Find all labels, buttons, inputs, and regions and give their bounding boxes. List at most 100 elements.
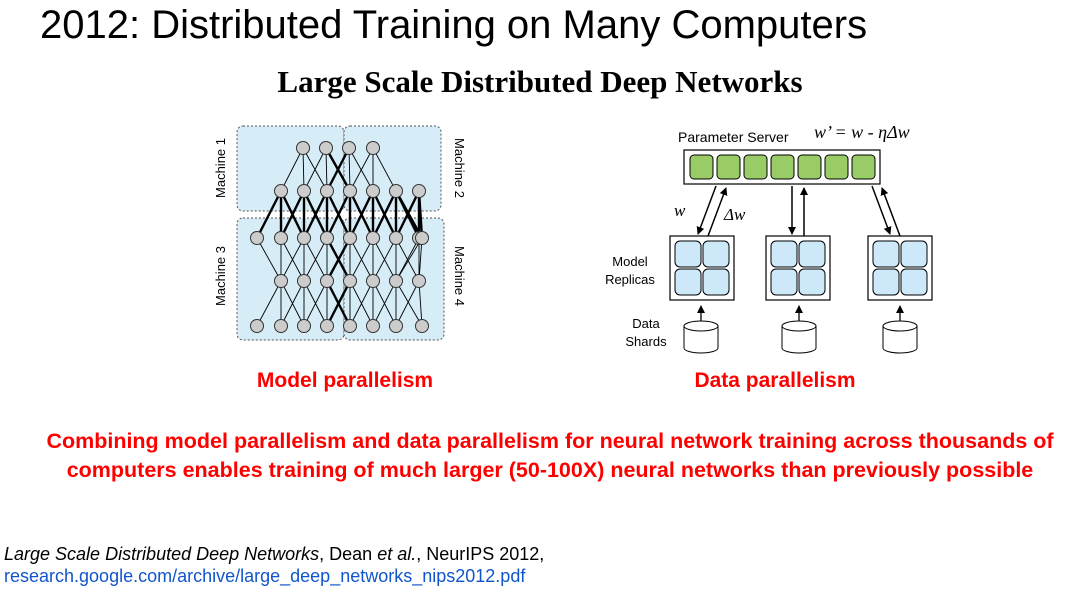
network-edge bbox=[303, 237, 328, 282]
citation-line1: Large Scale Distributed Deep Networks, D… bbox=[4, 543, 544, 565]
parameter-server-cells bbox=[689, 154, 876, 180]
network-edge bbox=[325, 280, 352, 327]
network-edge bbox=[418, 237, 423, 282]
data-parallelism-caption: Data parallelism bbox=[694, 369, 856, 392]
data-parallelism-diagram: Parameter Server w’ = w - ηΔw w Δw Model… bbox=[605, 122, 933, 354]
network-node bbox=[366, 319, 380, 333]
replica-cell bbox=[900, 240, 928, 268]
replica-cell bbox=[702, 268, 730, 296]
communication-arrows bbox=[696, 185, 901, 237]
paper-link[interactable]: research.google.com/archive/large_deep_n… bbox=[4, 566, 526, 586]
replica-cell bbox=[798, 240, 826, 268]
network-node bbox=[274, 274, 288, 288]
shards-label-line1: Data bbox=[632, 316, 660, 331]
shards-label-line2: Shards bbox=[625, 334, 667, 349]
citation: Large Scale Distributed Deep Networks, D… bbox=[4, 543, 544, 587]
network-edge bbox=[348, 147, 351, 192]
network-node bbox=[319, 141, 333, 155]
network-edge bbox=[279, 190, 306, 239]
network-node bbox=[297, 184, 311, 198]
replicas-label-line2: Replicas bbox=[605, 272, 655, 287]
citation-etal: et al. bbox=[377, 544, 417, 564]
server-cell bbox=[770, 154, 795, 180]
network-node bbox=[366, 231, 380, 245]
network-edge bbox=[348, 190, 375, 239]
network-edge bbox=[394, 190, 421, 239]
network-edge bbox=[325, 237, 352, 282]
network-node bbox=[343, 274, 357, 288]
network-node bbox=[366, 184, 380, 198]
model-replicas bbox=[669, 235, 933, 301]
replica-cell bbox=[900, 268, 928, 296]
machine-4-label: Machine 4 bbox=[452, 246, 467, 306]
delta-w-label: Δw bbox=[723, 205, 746, 224]
replica-cell bbox=[702, 240, 730, 268]
replicas-label-line1: Model bbox=[612, 254, 648, 269]
network-edge bbox=[303, 147, 327, 192]
network-node bbox=[389, 274, 403, 288]
network-node bbox=[366, 274, 380, 288]
network-node bbox=[320, 231, 334, 245]
replica-cell bbox=[770, 268, 798, 296]
network-edge bbox=[255, 190, 283, 239]
machine-3-region bbox=[236, 217, 345, 341]
replica-cell bbox=[872, 268, 900, 296]
network-edge bbox=[395, 280, 423, 327]
network-node bbox=[274, 231, 288, 245]
arrow-dw-up bbox=[707, 187, 728, 237]
network-node bbox=[389, 319, 403, 333]
machine-3-label: Machine 3 bbox=[213, 246, 228, 306]
network-edge bbox=[394, 190, 424, 239]
network-edge bbox=[349, 147, 374, 192]
arrow-w-down bbox=[696, 185, 717, 235]
network-edge bbox=[280, 280, 305, 327]
network-node bbox=[297, 274, 311, 288]
server-cell bbox=[716, 154, 741, 180]
network-node bbox=[320, 319, 334, 333]
network-node bbox=[250, 319, 264, 333]
w-label: w bbox=[674, 201, 686, 220]
network-node bbox=[343, 184, 357, 198]
network-node bbox=[415, 319, 429, 333]
network-node bbox=[297, 319, 311, 333]
network-edges bbox=[255, 147, 424, 327]
network-edge bbox=[349, 280, 374, 327]
network-edge bbox=[256, 280, 282, 327]
shard-cylinder-top bbox=[683, 320, 719, 332]
model-parallelism-caption: Model parallelism bbox=[256, 369, 434, 392]
network-edge bbox=[302, 147, 305, 192]
citation-paper-title: Large Scale Distributed Deep Networks bbox=[4, 544, 320, 564]
network-node bbox=[366, 141, 380, 155]
network-node bbox=[343, 231, 357, 245]
network-node bbox=[342, 141, 356, 155]
network-node bbox=[412, 184, 426, 198]
replica-cell bbox=[674, 268, 702, 296]
network-edge bbox=[256, 237, 282, 282]
network-node bbox=[296, 141, 310, 155]
shard-cylinder bbox=[882, 326, 918, 354]
shard-cylinder bbox=[781, 326, 817, 354]
citation-venue: , NeurIPS 2012, bbox=[416, 544, 545, 564]
update-rule: w’ = w - ηΔw bbox=[814, 122, 910, 142]
network-edge bbox=[349, 237, 374, 282]
server-cell bbox=[851, 154, 876, 180]
server-cell bbox=[797, 154, 822, 180]
network-edge bbox=[280, 147, 304, 192]
network-edge bbox=[418, 280, 423, 327]
network-edge bbox=[372, 147, 397, 192]
shard-cylinder-top bbox=[882, 320, 918, 332]
network-node bbox=[297, 231, 311, 245]
network-node bbox=[412, 274, 426, 288]
key-statement: Combining model parallelism and data par… bbox=[46, 429, 1054, 482]
network-edge bbox=[395, 280, 420, 327]
network-edge bbox=[302, 190, 329, 239]
network-node bbox=[389, 184, 403, 198]
replica-cell bbox=[770, 240, 798, 268]
network-node bbox=[320, 274, 334, 288]
parameter-server-label: Parameter Server bbox=[678, 129, 789, 145]
data-shards bbox=[683, 320, 918, 354]
network-edge bbox=[395, 237, 423, 282]
model-parallelism-diagram: Machine 1 Machine 2 Machine 3 Machine 4 bbox=[213, 125, 467, 341]
network-edge bbox=[417, 190, 424, 239]
network-edge bbox=[372, 280, 397, 327]
